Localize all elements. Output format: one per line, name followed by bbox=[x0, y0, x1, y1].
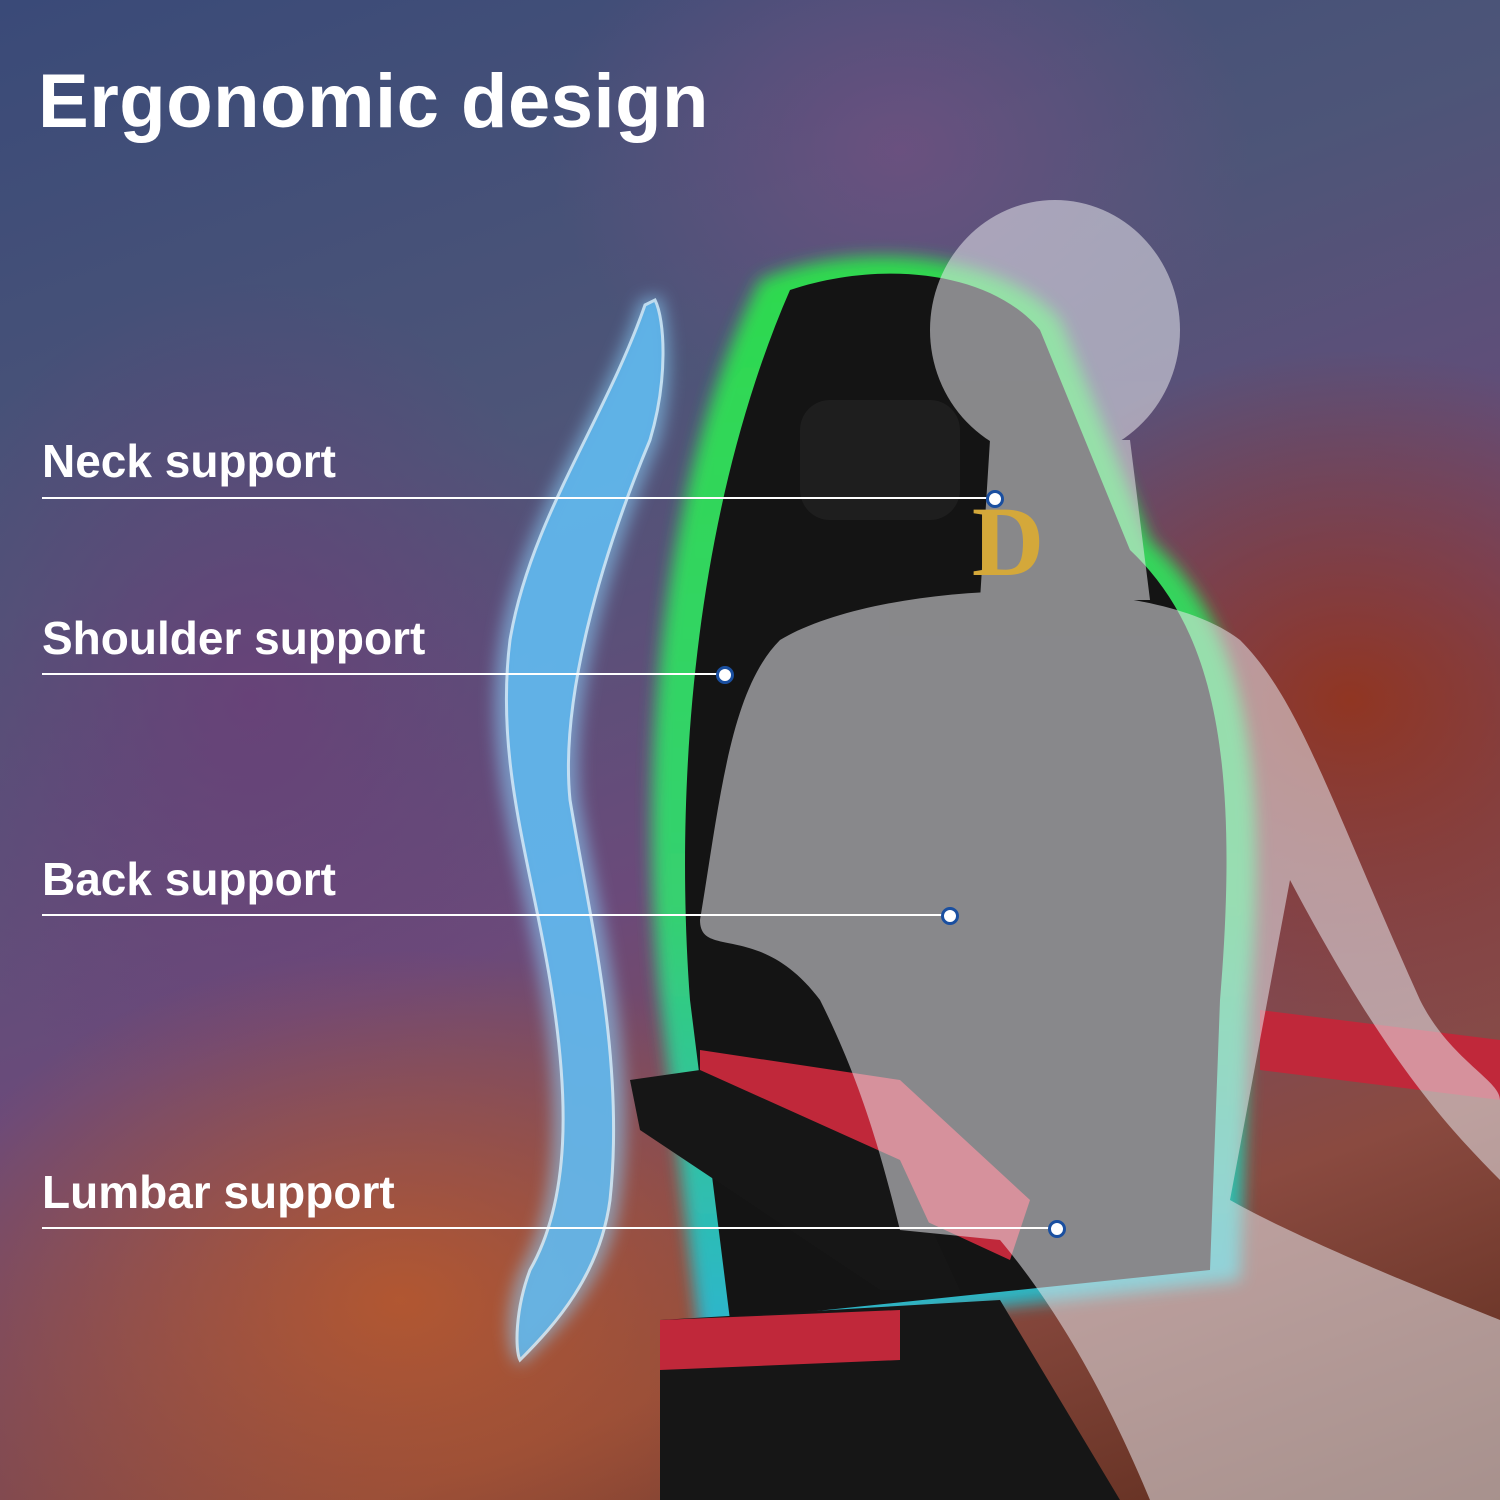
page-title: Ergonomic design bbox=[38, 59, 709, 144]
spine-image bbox=[494, 295, 670, 1365]
back-support-marker bbox=[941, 907, 959, 925]
brand-logo: D bbox=[972, 486, 1044, 597]
neck-support-label: Neck support bbox=[42, 435, 336, 487]
shoulder-support-marker bbox=[716, 666, 734, 684]
neck-support-marker bbox=[986, 490, 1004, 508]
lumbar-support-marker bbox=[1048, 1220, 1066, 1238]
human-figure bbox=[700, 200, 1500, 1500]
back-support-line bbox=[42, 914, 950, 916]
lumbar-support-line bbox=[42, 1227, 1057, 1229]
neck-support-line bbox=[42, 497, 995, 499]
shoulder-support-label: Shoulder support bbox=[42, 612, 426, 664]
shoulder-support-line bbox=[42, 673, 725, 675]
lumbar-support-label: Lumbar support bbox=[42, 1166, 395, 1218]
back-support-label: Back support bbox=[42, 853, 336, 905]
